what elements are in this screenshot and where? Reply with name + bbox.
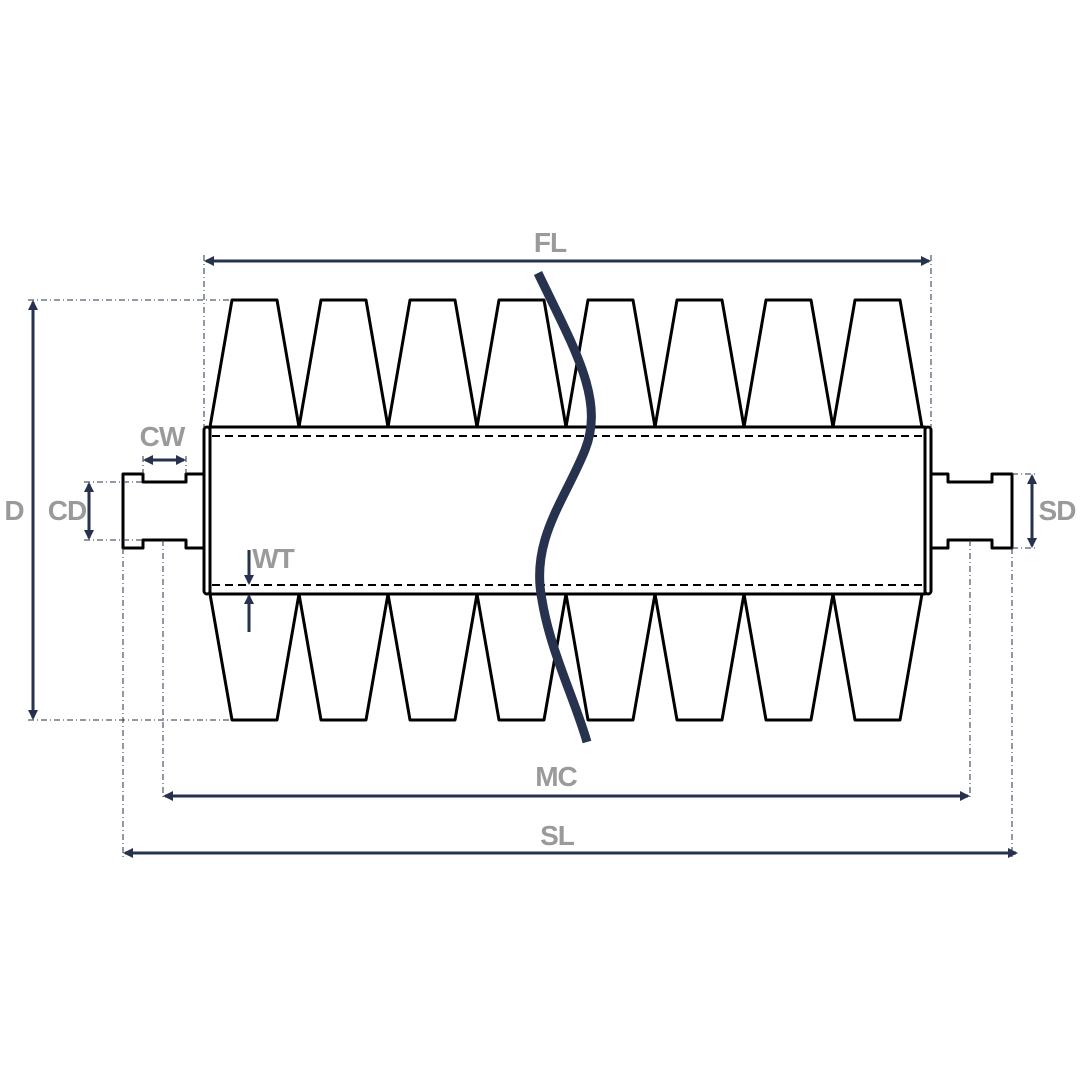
right-shaft [931,472,1014,550]
label-fl: FL [534,227,567,258]
drum-body [208,425,927,596]
fin-top [831,298,924,428]
fin-bottom [831,593,924,722]
label-cd: CD [48,495,87,526]
fin-top [653,298,746,428]
label-mc: MC [535,761,577,792]
label-d: D [4,495,24,526]
left-shaft [121,472,204,550]
break-line [533,271,596,744]
fin-top [297,298,390,428]
fin-bottom [742,593,835,722]
fin-bottom [208,593,301,722]
label-sd: SD [1039,495,1077,526]
bottom-fins [208,593,924,722]
label-wt: WT [252,543,294,574]
fin-top [208,298,301,428]
right-end-cap [923,425,933,596]
fin-top [386,298,479,428]
fin-top [475,298,568,428]
fin-bottom [564,593,657,722]
top-fins [208,298,924,428]
label-sl: SL [540,820,575,851]
fin-bottom [653,593,746,722]
label-cw: CW [140,421,186,452]
fin-bottom [297,593,390,722]
left-end-cap [202,425,212,596]
fin-top [742,298,835,428]
fin-bottom [386,593,479,722]
